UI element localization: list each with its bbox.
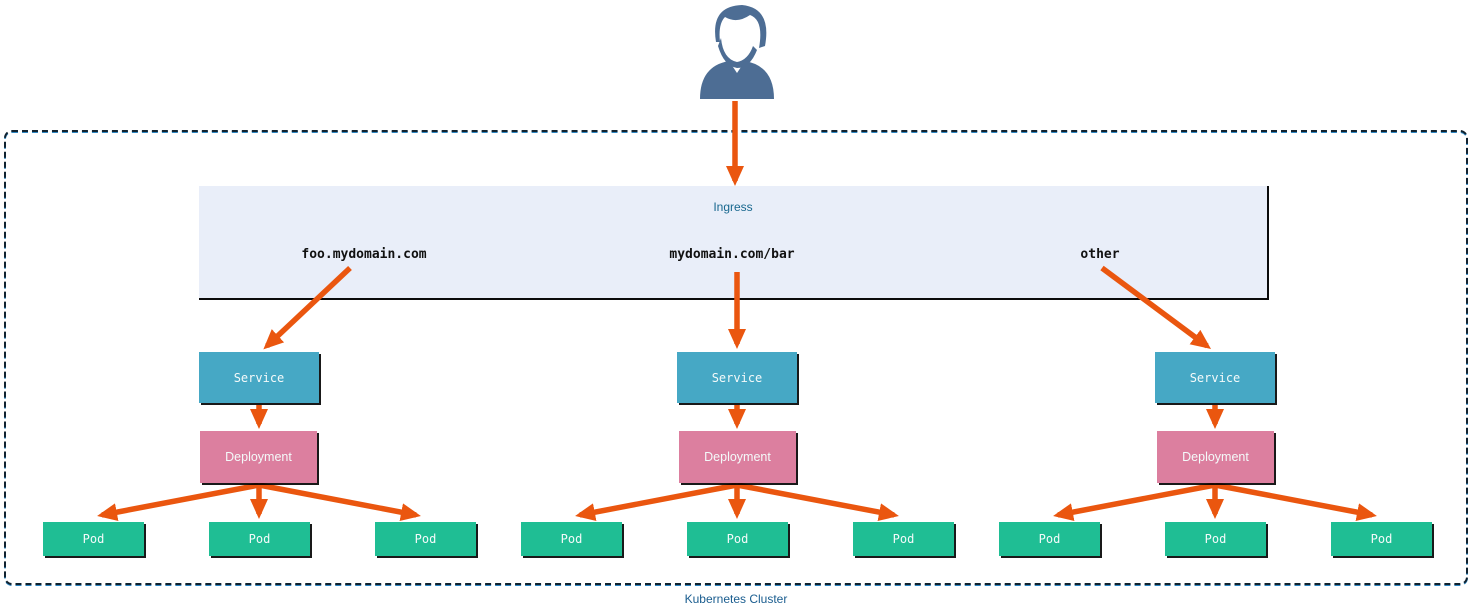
- pod-box: Pod: [687, 522, 788, 556]
- ingress-label: Ingress: [713, 200, 753, 214]
- user-icon: [692, 2, 782, 102]
- pod-box: Pod: [43, 522, 144, 556]
- pod-box: Pod: [1331, 522, 1432, 556]
- deployment-box: Deployment: [679, 431, 796, 483]
- pod-box: Pod: [521, 522, 622, 556]
- pod-box: Pod: [853, 522, 954, 556]
- pod-box: Pod: [999, 522, 1100, 556]
- route-label-foo: foo.mydomain.com: [301, 247, 427, 262]
- pod-box: Pod: [375, 522, 476, 556]
- service-box: Service: [1155, 352, 1275, 403]
- route-label-bar: mydomain.com/bar: [669, 247, 795, 262]
- service-box: Service: [199, 352, 319, 403]
- cluster-label: Kubernetes Cluster: [684, 592, 788, 606]
- pod-box: Pod: [209, 522, 310, 556]
- deployment-box: Deployment: [1157, 431, 1274, 483]
- ingress-box: Ingress foo.mydomain.com mydomain.com/ba…: [199, 186, 1269, 300]
- pod-box: Pod: [1165, 522, 1266, 556]
- deployment-box: Deployment: [200, 431, 317, 483]
- route-label-other: other: [1080, 247, 1120, 262]
- service-box: Service: [677, 352, 797, 403]
